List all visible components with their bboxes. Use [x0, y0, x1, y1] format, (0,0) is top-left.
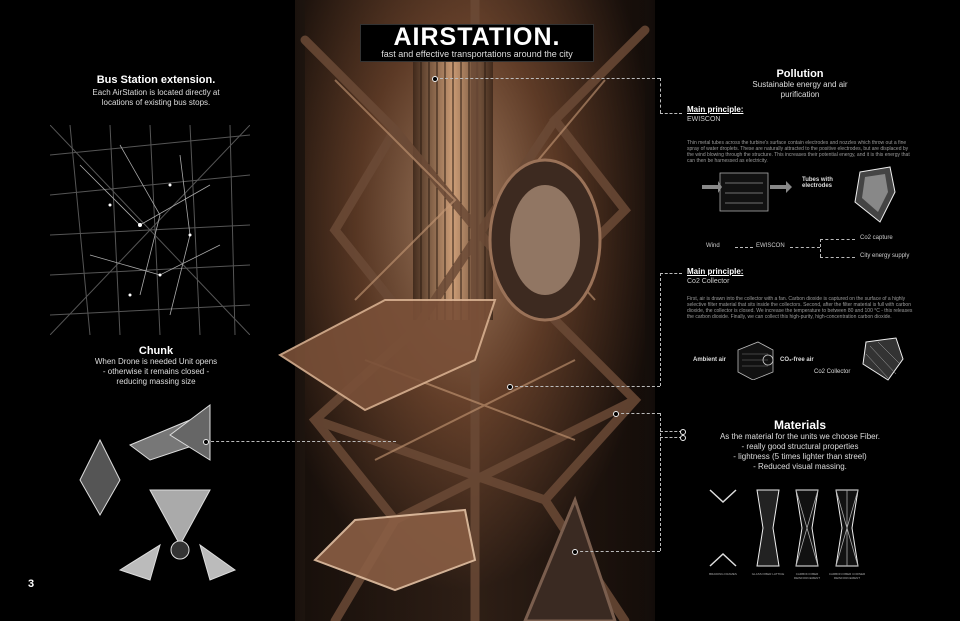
materials-connector-dot-3	[680, 429, 686, 435]
bus-station-text: Each AirStation is located directly at l…	[92, 88, 220, 107]
chunk-heading: Chunk	[138, 345, 174, 357]
co2-connector-dot	[507, 384, 513, 390]
materials-connector-dot-2	[572, 549, 578, 555]
materials-heading: Materials	[773, 418, 827, 432]
materials-connector-dot-4	[680, 435, 686, 441]
chunk-connector	[206, 441, 396, 442]
materials-line-1: As the material for the units we choose …	[719, 432, 881, 441]
title-box: AIRSTATION. fast and effective transport…	[360, 23, 594, 62]
material-sample-4	[835, 489, 859, 567]
ewiscon-diagram	[702, 172, 792, 212]
airstation-render	[278, 0, 655, 621]
co2-collector-diagram	[737, 341, 774, 380]
materials-line-4: - Reduced visual massing.	[753, 462, 847, 471]
materials-connector-bottom	[575, 551, 660, 552]
principle2-section: Main principle: Co2 Collector	[687, 267, 927, 285]
ewiscon-connector-dot	[432, 76, 438, 82]
principle1-name: EWISCON	[687, 116, 721, 123]
material-sample-2	[756, 489, 780, 567]
materials-line-3: - lightness (5 times lighter than streel…	[733, 452, 867, 461]
chunk-connector-dot	[203, 439, 209, 445]
co2-connector-end	[660, 273, 682, 274]
materials-connector-v	[660, 413, 661, 551]
pollution-heading: Pollution	[776, 68, 824, 80]
chunk-section: Chunk When Drone is needed Unit opens - …	[66, 345, 246, 387]
materials-connector-a	[660, 431, 682, 432]
pollution-line-1: Sustainable energy and air	[752, 80, 848, 89]
flow-line-4	[820, 239, 855, 240]
page-title: AIRSTATION.	[393, 23, 561, 51]
co2-collector-label: Co2 Collector	[814, 369, 851, 375]
flow-line-1	[735, 247, 753, 248]
material-label-1: BRAIDING FRAMES	[709, 572, 737, 576]
flow-energy: City energy supply	[860, 253, 910, 259]
materials-connector-b	[660, 437, 682, 438]
ewiscon-connector-end	[660, 113, 682, 114]
co2-free-label: CO₂-free air	[780, 357, 814, 363]
ewiscon-connector-v	[660, 78, 661, 113]
principle2-name: Co2 Collector	[687, 278, 730, 285]
material-sample-3	[795, 489, 819, 567]
principle1-heading: Main principle:	[687, 105, 744, 114]
bus-station-section: Bus Station extension. Each AirStation i…	[66, 74, 246, 108]
principle2-heading: Main principle:	[687, 267, 744, 276]
chunk-line-3: reducing massing size	[116, 377, 196, 386]
principle2-text: First, air is drawn into the collector w…	[687, 296, 913, 320]
co2-connector-v	[660, 273, 661, 386]
ewiscon-unit-icon	[854, 166, 896, 223]
flow-co2: Co2 capture	[860, 235, 893, 241]
ambient-air-label: Ambient air	[693, 357, 727, 363]
pollution-line-2: purification	[780, 90, 820, 99]
materials-line-2: - really good structural properties	[741, 442, 859, 451]
flow-ewiscon: EWISCON	[756, 243, 785, 249]
principle1-text: Thin metal tubes across the turbine's su…	[687, 140, 910, 164]
tubes-label: Tubes with electrodes	[802, 177, 833, 189]
co2-unit-icon	[862, 337, 904, 381]
ewiscon-connector-h	[435, 78, 660, 79]
drone-unit-render	[79, 404, 237, 581]
city-map-diagram	[50, 125, 250, 335]
pollution-section: Pollution Sustainable energy and air pur…	[715, 68, 885, 100]
flow-wind: Wind	[706, 243, 720, 249]
flow-line-5	[820, 257, 855, 258]
bus-station-heading: Bus Station extension.	[96, 74, 216, 86]
page-subtitle: fast and effective transportations aroun…	[381, 49, 573, 59]
flow-line-3	[820, 239, 821, 257]
material-label-4: CARBON FIBER CORNER REINFORCEMENT	[828, 572, 866, 580]
material-sample-1	[709, 489, 737, 567]
chunk-line-1: When Drone is needed Unit opens	[94, 357, 218, 366]
materials-connector-dot-1	[613, 411, 619, 417]
co2-connector-h	[510, 386, 660, 387]
page-number: 3	[28, 578, 35, 590]
principle1-section: Main principle: EWISCON	[687, 105, 927, 123]
materials-connector-top	[616, 413, 660, 414]
material-label-3: CARBON FIBER REINFORCEMENT	[793, 572, 821, 580]
flow-line-2	[790, 247, 820, 248]
materials-section: Materials As the material for the units …	[690, 418, 910, 472]
material-label-2: GLASS FIBER LATTICE	[751, 572, 785, 576]
chunk-line-2: - otherwise it remains closed -	[102, 367, 210, 376]
